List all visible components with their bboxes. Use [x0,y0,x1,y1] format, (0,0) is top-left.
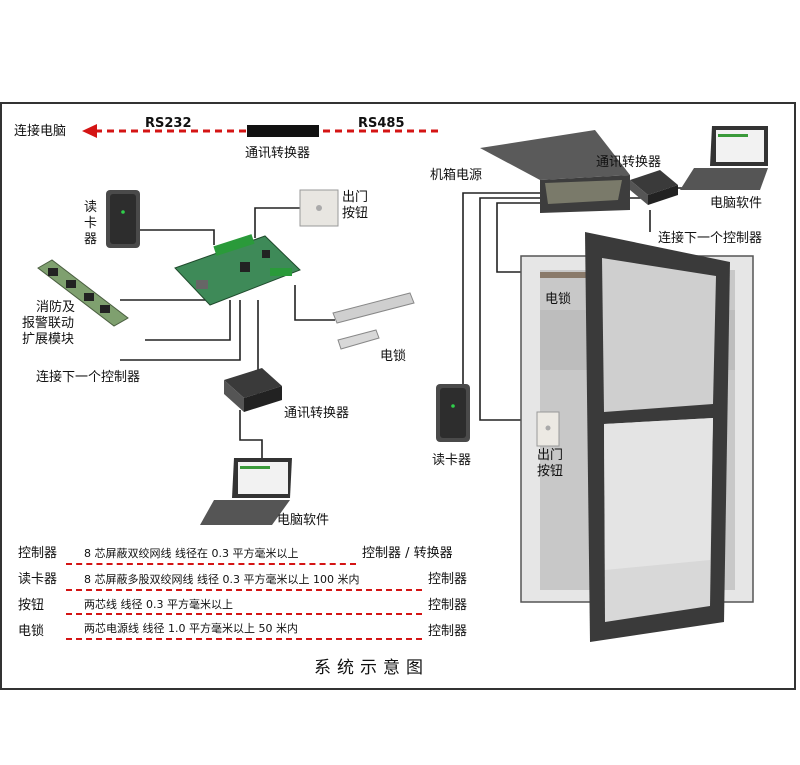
fire-module-label-line2: 报警联动 [22,316,75,331]
spec-target: 控制器 / 转换器 [362,546,453,561]
converter-icon [224,368,282,412]
exit-button-icon [299,189,339,227]
rs232-label: RS232 [145,116,192,131]
electric-lock-icon [332,292,415,350]
spec-target: 控制器 [428,598,468,613]
right-exit-button-label-line2: 按钮 [537,464,564,479]
spec-dashed-line [66,563,356,565]
diagram-title: 系统示意图 [314,658,429,678]
right-card-reader-label: 读卡器 [432,453,472,468]
card-reader-label: 读卡器 [84,200,98,247]
spec-cable: 8 芯屏蔽双绞网线 线径在 0.3 平方毫米以上 [84,547,299,560]
right-electric-lock-label: 电锁 [545,292,572,307]
controller-board-icon [174,234,301,306]
spec-dashed-line [66,613,422,615]
spec-cable: 两芯线 线径 0.3 平方毫米以上 [84,598,233,611]
spec-device: 按钮 [18,598,45,613]
chassis-power-icon [480,130,630,213]
spec-dashed-line [66,638,422,640]
chassis-power-label: 机箱电源 [430,168,483,183]
top-converter-label: 通讯转换器 [245,146,311,161]
spec-target: 控制器 [428,624,468,639]
spec-device: 读卡器 [18,572,58,587]
right-converter-label: 通讯转换器 [596,155,662,170]
rs-line [82,124,440,138]
diagram-frame [0,102,796,690]
spec-device: 电锁 [18,624,45,639]
spec-cable: 8 芯屏蔽多股双绞网线 线径 0.3 平方毫米以上 100 米内 [84,573,360,586]
arrow-left-icon [82,124,97,138]
right-next-controller-label: 连接下一个控制器 [658,231,763,246]
card-reader-icon [106,190,140,248]
electric-lock-label: 电锁 [380,349,407,364]
fire-alarm-module-icon [37,259,129,327]
converter-bar-icon [247,125,319,137]
spec-device: 控制器 [18,546,58,561]
fire-module-label-line1: 消防及 [36,300,76,315]
spec-cable: 两芯电源线 线径 1.0 平方毫米以上 50 米内 [84,622,298,635]
converter-right-icon [630,170,678,205]
right-pc-software-label: 电脑软件 [710,196,763,211]
spec-dashed-line [66,589,422,591]
fire-module-label-line3: 扩展模块 [22,332,75,347]
spec-target: 控制器 [428,572,468,587]
electric-lock-right-icon [540,272,610,278]
exit-button-right-icon [536,411,560,447]
rs485-label: RS485 [358,116,405,131]
door-icon [585,232,730,642]
left-converter-label: 通讯转换器 [284,406,350,421]
connect-pc-label: 连接电脑 [14,124,67,139]
laptop-icon [200,458,292,525]
next-controller-label: 连接下一个控制器 [36,370,141,385]
left-pc-software-label: 电脑软件 [277,513,330,528]
right-exit-button-label-line1: 出门 [537,448,564,463]
card-reader-right-icon [436,384,470,442]
exit-button-label-line1: 出门 [342,190,369,205]
laptop-right-icon [680,126,768,190]
exit-button-label-line2: 按钮 [342,206,369,221]
